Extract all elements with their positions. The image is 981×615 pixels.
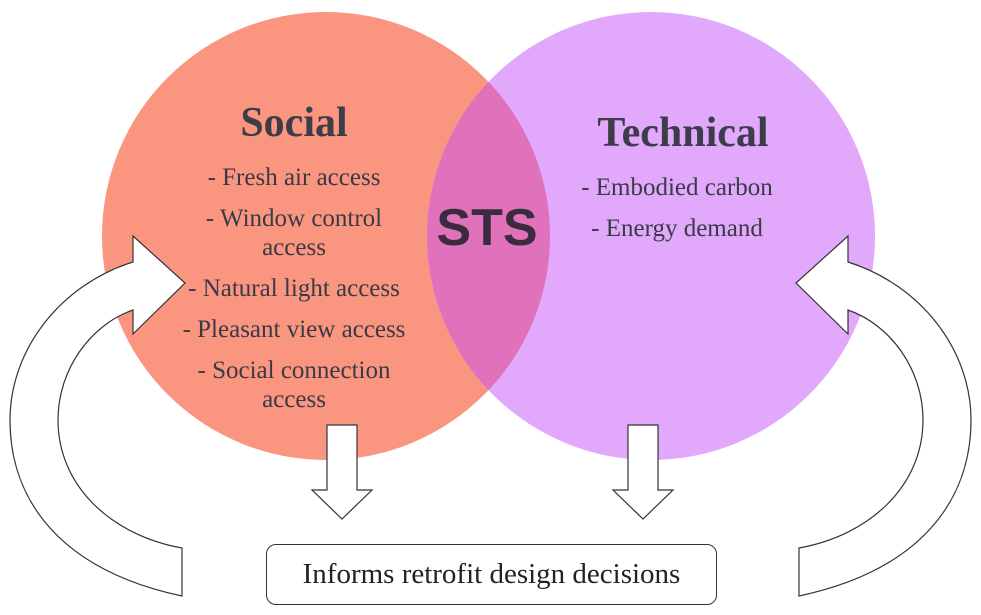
list-item-line: - Energy demand	[591, 215, 763, 242]
list-item-line: - Window control	[206, 205, 382, 232]
right-feedback-arrow-icon	[795, 234, 972, 597]
list-item-line: - Fresh air access	[208, 164, 381, 191]
retrofit-decisions-box: Informs retrofit design decisions	[266, 544, 717, 605]
list-item-line: - Natural light access	[188, 275, 400, 302]
list-item-line: - Social connection	[198, 357, 391, 384]
technical-down-arrow-icon	[611, 424, 675, 520]
list-item-line: access	[262, 386, 326, 413]
left-feedback-arrow-icon	[9, 234, 186, 597]
list-item-line: - Embodied carbon	[581, 174, 773, 201]
list-item-line: access	[262, 234, 326, 261]
social-title: Social	[240, 100, 347, 146]
list-item-line: - Pleasant view access	[183, 316, 406, 343]
sts-label: STS	[436, 199, 537, 257]
technical-items-list: - Embodied carbon - Energy demand	[581, 174, 773, 242]
technical-circle	[427, 12, 875, 460]
technical-title: Technical	[597, 110, 768, 156]
social-circle	[102, 12, 550, 460]
social-down-arrow-icon	[310, 424, 374, 520]
retrofit-decisions-label: Informs retrofit design decisions	[302, 558, 681, 590]
